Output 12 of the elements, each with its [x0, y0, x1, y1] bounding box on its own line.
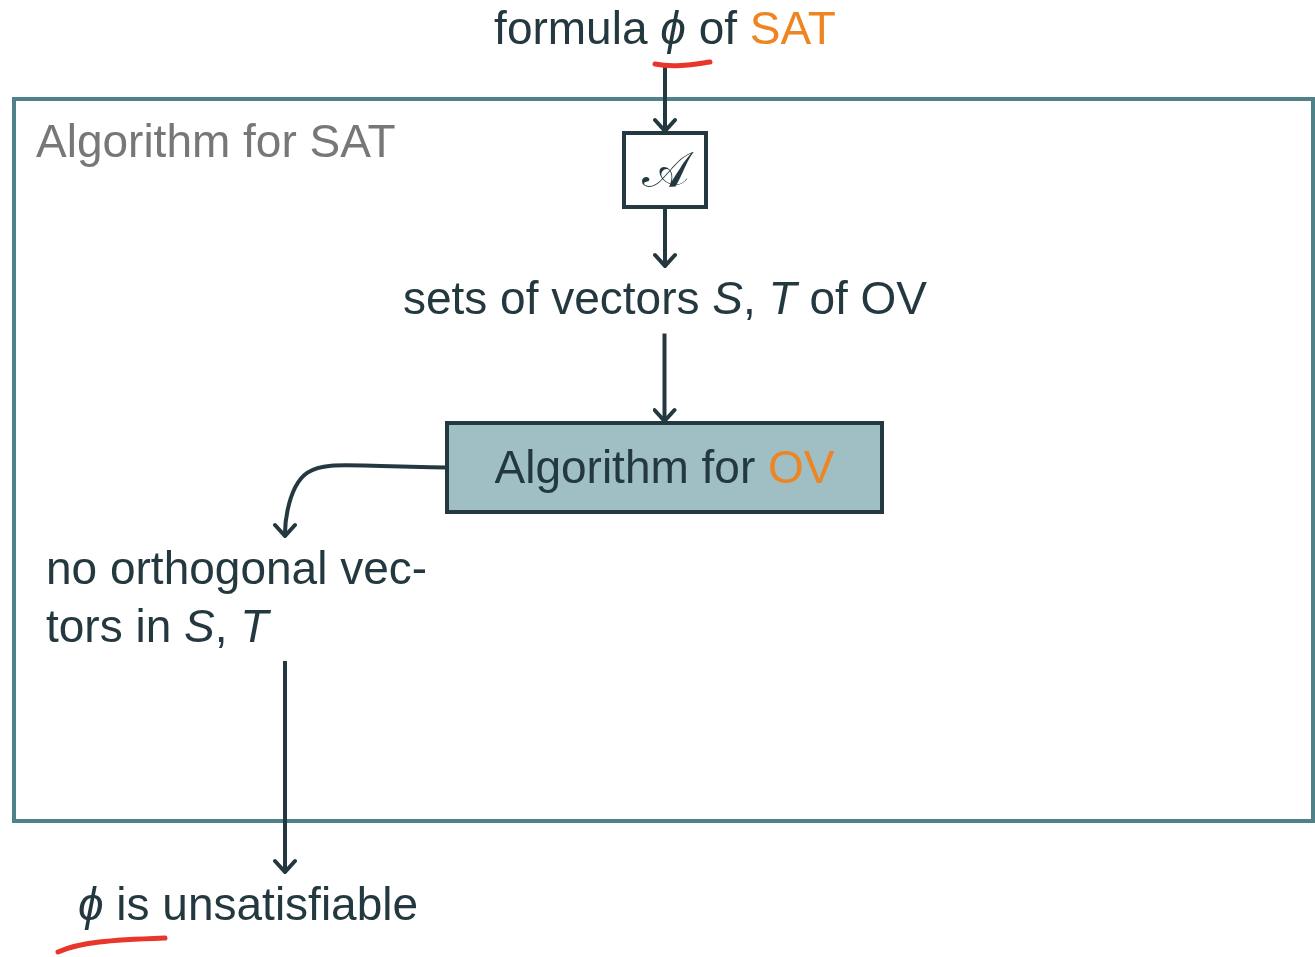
result-label: no orthogonal vec- tors in S, T — [46, 541, 429, 654]
input-label: formula ϕ of SAT — [494, 1, 836, 56]
subroutine-box: Algorithm for OV — [445, 421, 884, 514]
frame-heading: Algorithm for SAT — [36, 114, 396, 169]
arrow — [273, 463, 446, 538]
output-label: sets of vectors S, T of OV — [402, 271, 928, 326]
reduction-box: 𝒜 — [622, 131, 708, 209]
arrow — [652, 333, 677, 423]
arrow — [653, 209, 677, 268]
algorithm-frame — [12, 97, 1315, 823]
arrow — [273, 661, 297, 874]
conclusion-label: ϕ is unsatisfiable — [78, 877, 419, 932]
